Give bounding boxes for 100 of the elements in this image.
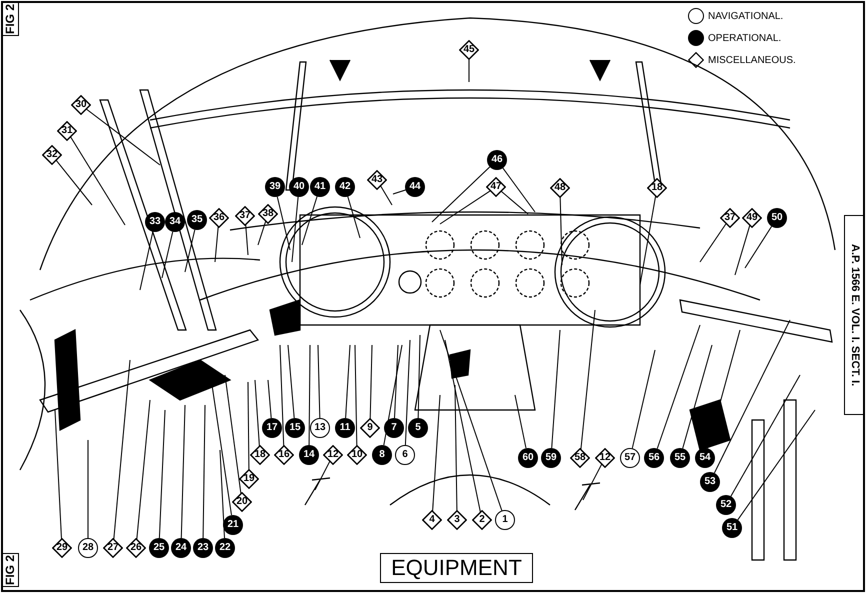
leader-line <box>440 330 502 511</box>
leader-line <box>54 410 62 540</box>
callout-number: 47 <box>486 177 506 197</box>
leader-line <box>383 344 402 446</box>
callout-number: 35 <box>187 210 207 230</box>
leader-line <box>744 226 772 268</box>
leader-line <box>70 136 126 226</box>
figure-number: FIG 2 <box>1 2 19 36</box>
leader-line <box>308 344 310 446</box>
legend-label: OPERATIONAL. <box>708 32 782 44</box>
callout-number: 59 <box>541 448 561 468</box>
callout-number: 49 <box>742 208 762 228</box>
callout-number: 45 <box>459 40 479 60</box>
callout-number: 33 <box>145 212 165 232</box>
leader-line <box>444 340 481 513</box>
leader-line <box>56 160 92 206</box>
callout-number: 31 <box>57 121 77 141</box>
callout-number: 19 <box>239 469 259 489</box>
leader-line <box>392 190 406 194</box>
leader-line <box>500 190 528 214</box>
leader-line <box>276 196 290 250</box>
leader-line <box>560 196 562 266</box>
callout-number: 37 <box>720 208 740 228</box>
leader-line <box>258 220 266 246</box>
leader-line <box>454 384 458 512</box>
callout-number: 37 <box>235 206 255 226</box>
callout-number: 55 <box>670 448 690 468</box>
leader-line <box>268 380 272 418</box>
callout-number: 8 <box>372 445 392 465</box>
callout-number: 46 <box>487 150 507 170</box>
leader-line <box>292 196 299 262</box>
leader-line <box>314 460 330 490</box>
leader-line <box>580 310 596 450</box>
callout-number: 6 <box>395 445 415 465</box>
leader-line <box>202 404 206 538</box>
callout-number: 5 <box>408 418 428 438</box>
legend-label: NAVIGATIONAL. <box>708 10 784 22</box>
leader-line <box>254 380 260 447</box>
callout-number: 36 <box>209 208 229 228</box>
legend-label: MISCELLANEOUS. <box>708 54 796 66</box>
leader-line <box>682 344 712 449</box>
leader-line <box>380 185 392 206</box>
leader-line <box>302 196 318 246</box>
callout-number: 2 <box>472 510 492 530</box>
leader-line <box>370 344 372 420</box>
callout-number: 43 <box>367 170 387 190</box>
leader-line <box>432 166 490 222</box>
callout-number: 17 <box>262 418 282 438</box>
callout-number: 18 <box>647 178 667 198</box>
callout-number: 60 <box>518 448 538 468</box>
callout-number: 11 <box>335 418 355 438</box>
callout-number: 4 <box>422 510 442 530</box>
callout-number: 10 <box>347 445 367 465</box>
callout-number: 51 <box>722 518 742 538</box>
callout-number: 44 <box>405 177 425 197</box>
leader-line <box>734 224 750 276</box>
leader-line <box>318 344 320 418</box>
leader-line <box>432 394 440 512</box>
leader-line <box>248 382 250 470</box>
leader-line <box>551 330 560 448</box>
leader-line <box>113 360 130 540</box>
callout-number: 50 <box>767 208 787 228</box>
callout-number: 27 <box>103 538 123 558</box>
callout-number: 13 <box>310 418 330 438</box>
leader-line <box>140 231 154 290</box>
leader-line <box>737 410 816 520</box>
callout-number: 15 <box>285 418 305 438</box>
leader-line <box>136 400 150 540</box>
leader-line <box>656 324 700 449</box>
leader-line <box>514 394 526 449</box>
leader-line <box>404 340 410 446</box>
leader-line <box>418 334 420 418</box>
leader-line <box>394 344 398 418</box>
leader-line <box>632 350 656 449</box>
callout-number: 3 <box>447 510 467 530</box>
document-reference: A.P. 1566 E. VOL. I. SECT. I. <box>844 215 864 415</box>
leader-line <box>280 344 284 446</box>
callout-number: 30 <box>71 95 91 115</box>
leader-line <box>162 231 174 278</box>
leader-line <box>707 330 740 449</box>
callout-number: 54 <box>695 448 715 468</box>
callout-number: 57 <box>620 448 640 468</box>
leader-line <box>86 108 160 166</box>
callout-number: 26 <box>126 538 146 558</box>
leader-line <box>700 223 727 262</box>
leader-line <box>180 404 186 538</box>
callout-number: 23 <box>193 538 213 558</box>
leader-line <box>502 168 536 212</box>
title-box: EQUIPMENT <box>380 553 533 583</box>
leader-line <box>158 410 166 538</box>
callout-number: 14 <box>299 445 319 465</box>
callout-number: 39 <box>265 177 285 197</box>
callout-number: 56 <box>644 448 664 468</box>
leader-line <box>347 196 360 238</box>
callout-number: 20 <box>232 492 252 512</box>
leader-line <box>212 384 232 516</box>
callout-number: 29 <box>52 538 72 558</box>
callout-number: 16 <box>274 445 294 465</box>
callout-number: 42 <box>335 177 355 197</box>
callout-number: 34 <box>165 212 185 232</box>
